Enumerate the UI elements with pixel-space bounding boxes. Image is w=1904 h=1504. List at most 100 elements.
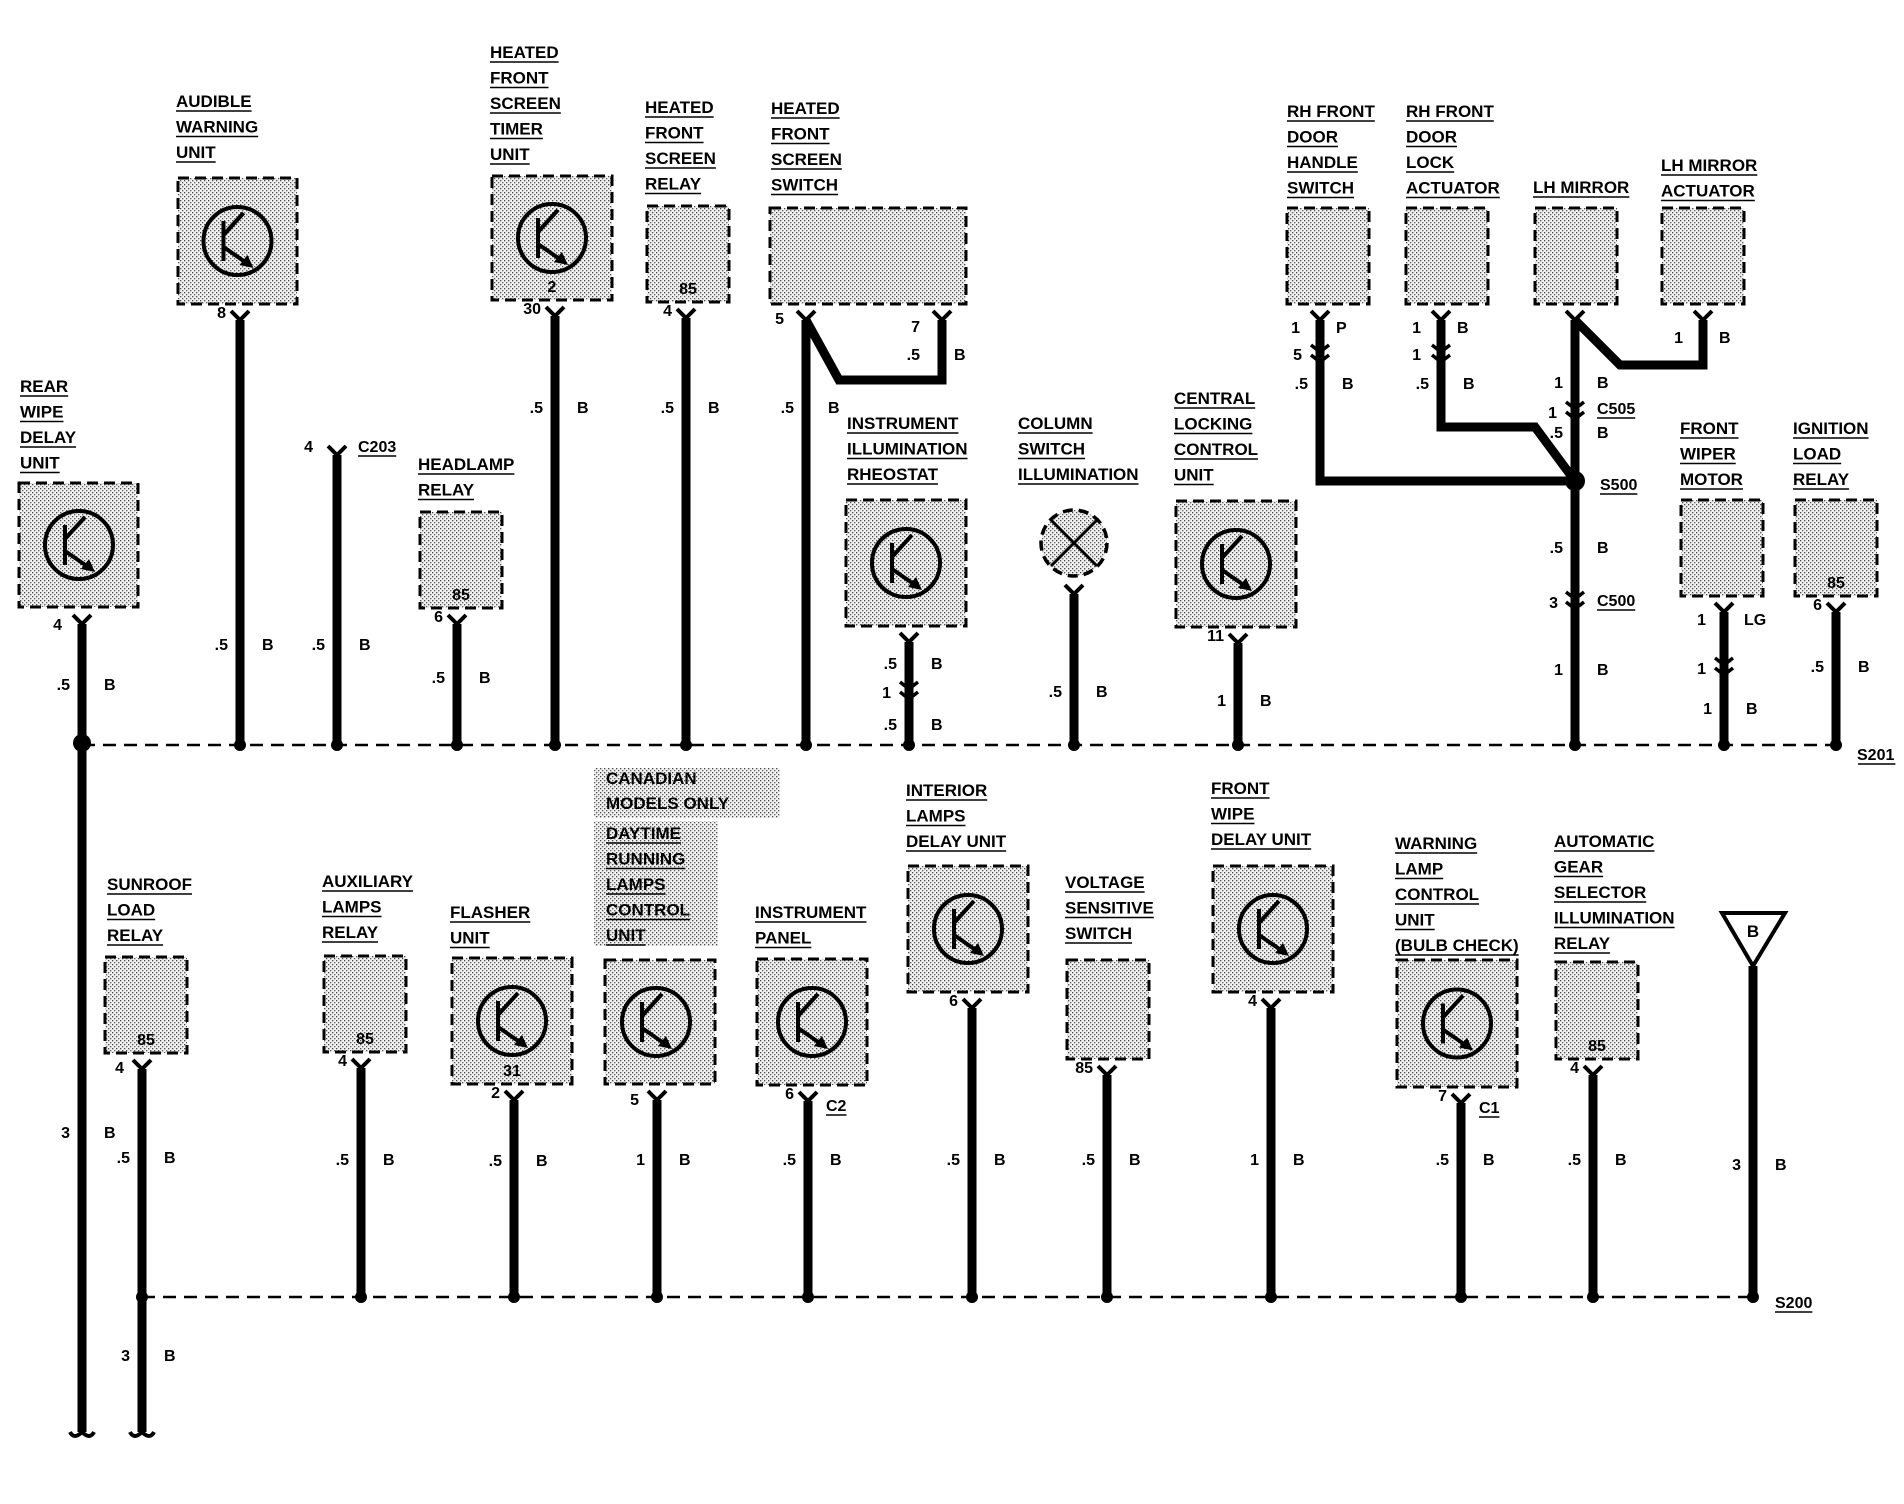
component-label: CONTROL — [1395, 885, 1479, 904]
pin-number: 6 — [434, 609, 443, 626]
wire-color: B — [828, 400, 840, 417]
wire-color: P — [1336, 320, 1347, 337]
transistor-symbol — [43, 509, 115, 581]
transistor-arrow — [908, 577, 922, 590]
pin-number: 7 — [911, 319, 920, 336]
component-body — [490, 174, 614, 302]
component-label: SWITCH — [1287, 179, 1354, 198]
transistor-collector — [796, 992, 820, 1018]
note-text: MODELS ONLY — [606, 794, 730, 813]
component-label: VOLTAGE — [1065, 873, 1145, 892]
component-label: SCREEN — [490, 94, 561, 113]
bus-node — [508, 1291, 520, 1303]
bus-node — [451, 739, 463, 751]
pin-terminal — [503, 1089, 525, 1103]
component-body — [1174, 499, 1298, 629]
component-label: DOOR — [1287, 128, 1338, 147]
component-label: LH MIRROR — [1661, 156, 1757, 175]
transistor-collector — [952, 899, 976, 925]
inner-label: 85 — [1827, 575, 1845, 592]
wire-color: B — [1260, 693, 1272, 710]
wire-color: B — [1597, 540, 1609, 557]
pin-terminal — [797, 1090, 819, 1104]
wire-break — [128, 1429, 156, 1438]
component-label: WIPE — [1211, 805, 1254, 824]
component-label: LAMPS — [906, 807, 966, 826]
pin-number: 1 — [1412, 320, 1421, 337]
wire-color: B — [954, 347, 966, 364]
connector-pin-number: 1 — [1697, 661, 1706, 678]
component-label: HANDLE — [1287, 153, 1358, 172]
bus-node — [1718, 739, 1730, 751]
pin-terminal — [326, 444, 348, 458]
pin-terminal — [931, 309, 953, 323]
component-label: UNIT — [606, 926, 646, 945]
component-label: DOOR — [1406, 128, 1457, 147]
transistor-collector — [890, 533, 914, 559]
component-label: LAMPS — [606, 875, 666, 894]
component-label: WIPE — [20, 403, 63, 422]
transistor-arrow — [1275, 943, 1289, 956]
connector-pin-number: 1 — [1412, 347, 1421, 364]
component-label: FRONT — [645, 124, 704, 143]
pin-number: 30 — [523, 301, 541, 318]
component-label: ILLUMINATION — [847, 440, 968, 459]
bus-node — [1455, 1291, 1467, 1303]
bus-node — [1101, 1291, 1113, 1303]
component-label: FRONT — [490, 69, 549, 88]
pin-number: 6 — [949, 993, 958, 1010]
component-label: RELAY — [1554, 934, 1611, 953]
wire-size: .5 — [336, 1152, 349, 1169]
wire-color: B — [1597, 375, 1609, 392]
ground-triangle-icon — [1718, 911, 1789, 970]
component-body — [1660, 206, 1746, 306]
pin-number: 8 — [217, 305, 226, 322]
pin-number: 5 — [630, 1092, 639, 1109]
component-label: LOCK — [1406, 153, 1455, 172]
wire-size: .5 — [1049, 684, 1062, 701]
pin-number: 4 — [338, 1053, 347, 1070]
transistor-collector — [536, 208, 560, 234]
component-label: LOAD — [107, 901, 155, 920]
wire-size: .5 — [215, 637, 228, 654]
component-label: DAYTIME — [606, 824, 681, 843]
component-label: MOTOR — [1680, 470, 1743, 489]
component-label: HEATED — [771, 99, 840, 118]
transistor-collector — [1441, 994, 1465, 1019]
lamp-filament — [1049, 518, 1099, 568]
wire-color: B — [931, 656, 943, 673]
wire-color: B — [679, 1152, 691, 1169]
wire-size: .5 — [1416, 376, 1429, 393]
bus-node — [903, 739, 915, 751]
component-body — [844, 498, 968, 628]
wire — [1571, 316, 1708, 370]
note-highlight — [594, 821, 718, 946]
pin-terminal — [795, 309, 817, 323]
pin-terminal — [1227, 632, 1249, 646]
connector-id: C500 — [1597, 593, 1635, 610]
wire-size: .5 — [661, 400, 674, 417]
transistor-symbol — [870, 527, 942, 599]
component-body — [17, 481, 140, 609]
component-label: RH FRONT — [1406, 102, 1494, 121]
wire-size: .5 — [117, 1150, 130, 1167]
wire-color: LG — [1744, 612, 1766, 629]
pin-number: 85 — [1075, 1060, 1093, 1077]
wire-color: B — [479, 670, 491, 687]
wire-size: .5 — [783, 1152, 796, 1169]
component-label: REAR — [20, 377, 68, 396]
component-label: LOCKING — [1174, 415, 1252, 434]
wire-size: .5 — [1436, 1152, 1449, 1169]
component-body — [418, 510, 504, 610]
transistor-symbol — [201, 205, 274, 277]
